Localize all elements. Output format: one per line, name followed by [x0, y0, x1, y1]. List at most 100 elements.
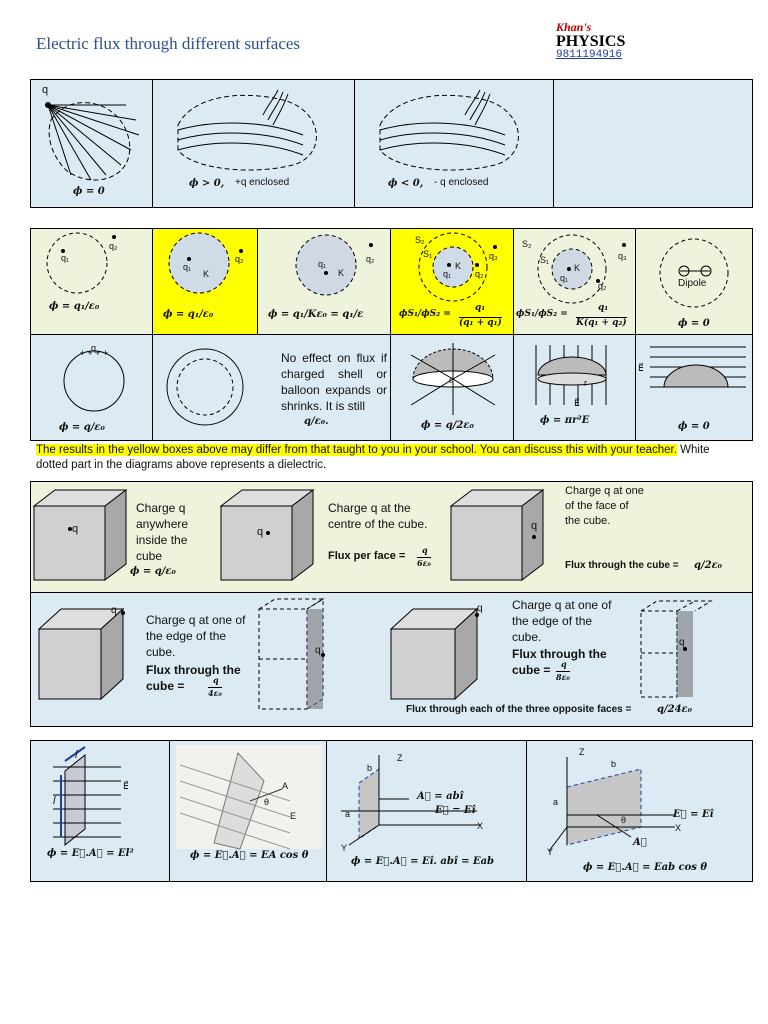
- panel-dielectric-yellow-2: S₂ S₁ K q₁ q₂ q₃ ϕS₁/ϕS₂ = q₁ (q₁ + q₁): [390, 228, 514, 335]
- brand-phone[interactable]: 9811194916: [556, 49, 623, 61]
- fraction-denominator: 8ε₀: [556, 671, 570, 682]
- flux-equation: ϕ = q/2ε₀: [421, 420, 474, 431]
- k-label: K: [203, 269, 210, 279]
- flux-equation: ϕ = 0: [73, 186, 105, 197]
- cube-diagrams: [32, 488, 545, 582]
- panel-tilted-coordinate-area: Z X Y a b θ A⃗ E⃗ = Eî ϕ = E⃗.A⃗ = Eab c…: [526, 740, 753, 882]
- z-axis-label: Z: [579, 747, 585, 757]
- gauss-surface-diagram: [46, 232, 116, 294]
- fraction-numerator: q: [422, 545, 428, 555]
- length-label: l: [53, 795, 56, 807]
- q1-label: q₁: [183, 262, 192, 272]
- inclined-plane-diagram: [176, 745, 322, 850]
- dielectric-sphere-diagram: [168, 232, 243, 294]
- flux-equation: ϕ = q/ε₀: [130, 566, 176, 577]
- dielectric-sphere-diagram: [295, 234, 373, 296]
- field-vector-label: E⃗ = Eî: [673, 809, 714, 820]
- charge-label: q: [477, 603, 483, 614]
- panel-inclined-area: A θ E ϕ = E⃗.A⃗ = EA cos θ: [169, 740, 327, 882]
- panel-shell-expansion: No effect on flux if charged shell or ba…: [152, 334, 391, 441]
- fraction-denominator: 4ε₀: [208, 687, 222, 698]
- s1-label: S₁: [423, 249, 433, 259]
- flux-note: - q enclosed: [434, 177, 489, 188]
- panel-square-area: l l E⃗ ϕ = E⃗.A⃗ = El²: [30, 740, 170, 882]
- cube-b-text: Charge q at the centre of the cube.: [328, 501, 428, 531]
- panel-two-charges: q₁ q₂ ϕ = q₁/ε₀: [30, 228, 153, 335]
- brand-top: Khan's: [556, 20, 592, 34]
- fraction-numerator: q₁: [598, 303, 609, 313]
- theta-label: θ: [621, 815, 627, 825]
- q2-label: q₂: [475, 269, 484, 279]
- panel-charged-shell: + + + + q ϕ = q/ε₀: [30, 334, 153, 441]
- panel-point-charge-open-surface: q ϕ = 0: [30, 79, 153, 208]
- brand-logo: Khan's PHYSICS 9811194916: [556, 20, 632, 61]
- flux-ratio-label: ϕS₁/ϕS₂ =: [516, 309, 568, 319]
- charge-label: q: [531, 520, 538, 532]
- area-label: A: [282, 781, 289, 791]
- bottom-flux-label: Flux through each of the three opposite …: [406, 704, 632, 715]
- y-axis-label: Y: [341, 843, 348, 853]
- radius-label: r: [584, 378, 587, 388]
- tilted-area-diagram: [548, 757, 675, 852]
- flux-equation: ϕ = 0: [678, 421, 710, 432]
- flux-equation: ϕ > 0,: [189, 178, 225, 189]
- flux-equation: ϕ = q/ε₀: [59, 422, 105, 433]
- s2-label: S₂: [522, 239, 532, 249]
- panel-hemisphere-uniform-field: r E⃗ ϕ = πr²E: [513, 334, 636, 441]
- flux-equation: ϕ = E⃗.A⃗ = Eî. abî = Eab: [351, 856, 495, 867]
- flux-equation: ϕ < 0,: [388, 178, 424, 189]
- area-vector-label: A⃗: [633, 837, 647, 848]
- note-highlighted: The results in the yellow boxes above ma…: [36, 444, 677, 456]
- panel-dipole: Dipole ϕ = 0: [635, 228, 753, 335]
- charge-label: q: [315, 645, 321, 656]
- side-a-label: a: [553, 797, 559, 807]
- flux-label: Flux through the cube =: [565, 560, 679, 571]
- flux-inward-diagram: [379, 89, 519, 171]
- k-label: K: [455, 261, 462, 271]
- q1-label: q₁: [560, 273, 569, 283]
- field-label: E⃗: [574, 398, 580, 408]
- charge-label: q: [72, 523, 79, 535]
- cube-a-text: Charge q anywhere inside the cube: [136, 501, 189, 563]
- k-label: K: [338, 268, 345, 278]
- charge-label: q: [111, 605, 117, 616]
- flux-ratio-label: ϕS₁/ϕS₂ =: [399, 309, 451, 319]
- panel-empty: [553, 79, 753, 208]
- flux-zero-diagram: [45, 102, 140, 181]
- dielectric-note: The results in the yellow boxes above ma…: [36, 443, 726, 473]
- side-b-label: b: [611, 759, 617, 769]
- panel-hemisphere-center-charge: q ϕ = q/2ε₀: [390, 334, 514, 441]
- dipole-label: Dipole: [678, 278, 707, 289]
- hemisphere-charge-diagram: [410, 343, 496, 415]
- panel-positive-enclosed: ϕ > 0, +q enclosed: [152, 79, 355, 208]
- field-label: E: [290, 811, 297, 821]
- k-label: K: [574, 263, 581, 273]
- flux-label: Flux through the cube =: [146, 663, 241, 693]
- cube-edge-diagrams: [37, 598, 713, 710]
- q3-label: q₃: [618, 251, 627, 261]
- cube-c-text: Charge q at one of the face of the cube.: [565, 485, 644, 527]
- fraction-numerator: q: [561, 659, 567, 669]
- fraction-denominator: K(q₁ + q₂): [576, 317, 627, 328]
- panel-hemisphere-parallel-field: E⃗ ϕ = 0: [635, 334, 753, 441]
- flux-note: +q enclosed: [235, 177, 290, 188]
- charge-label: q: [91, 343, 97, 353]
- q3-label: q₃: [489, 251, 498, 261]
- q2-label: q₂: [235, 254, 244, 264]
- panel-cube-charges-1: q Charge q anywhere inside the cube ϕ = …: [30, 481, 753, 593]
- flux-equation: ϕ = E⃗.A⃗ = El²: [47, 848, 134, 859]
- y-axis-label: Y: [547, 847, 554, 857]
- panel-cube-charges-2: q Charge q at one of the edge of the cub…: [30, 592, 753, 727]
- flux-equation: ϕ = πr²E: [540, 415, 590, 426]
- panel-dielectric-embedded: q₁ K q₂ ϕ = q₁/Kε₀ = q₁/ε: [257, 228, 391, 335]
- charged-ring-diagram: + + + +: [63, 348, 125, 412]
- fraction-numerator: q₁: [475, 303, 486, 313]
- note-plain: White dotted part in the diagrams above …: [36, 444, 710, 471]
- square-field-diagram: [53, 746, 121, 847]
- flux-label: Flux per face =: [328, 550, 406, 562]
- field-vector-label: E⃗ = Eî: [435, 805, 476, 816]
- hemisphere-parallel-diagram: [650, 346, 746, 388]
- dipole-diagram: [659, 238, 729, 308]
- area-vector-label: A⃗ = abî: [417, 791, 464, 802]
- x-axis-label: X: [477, 821, 484, 831]
